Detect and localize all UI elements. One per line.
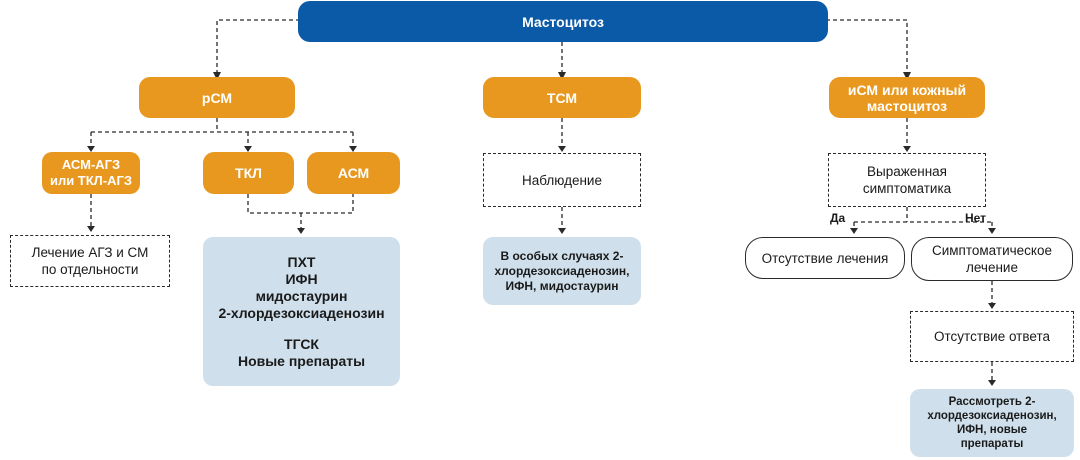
no-response-label: Отсутствие ответа [934,329,1050,344]
consider-node: Рассмотреть 2- хлордезоксиаденозин, ИФН,… [910,389,1074,457]
no-response-node: Отсутствие ответа [910,311,1074,362]
tsm-label: ТСМ [546,89,578,106]
asm-agz-node: АСМ-АГЗ или ТКЛ-АГЗ [42,152,140,194]
root-node-mastocytosis: Мастоцитоз [298,1,828,42]
symptomatic-line2: лечение [966,260,1018,275]
asm-agz-line1: АСМ-АГЗ [61,157,121,172]
symptoms-line1: Выраженная [867,164,947,179]
special-line: хлордезоксиаденозин, [494,263,630,278]
consider-line: Рассмотреть 2- [948,396,1036,408]
consider-line: ИФН, новые [956,424,1028,436]
ism-label-line2: мастоцитоз [866,97,948,114]
symptomatic-treatment-node: Симптоматическое лечение [911,237,1073,281]
asm-node: АСМ [307,152,400,194]
separate-treatment-line1: Лечение АГЗ и СМ [31,245,149,260]
special-line: В особых случаях 2- [500,248,624,263]
separate-treatment-node: Лечение АГЗ и СМ по отдельности [10,235,170,287]
yes-label: Да [830,211,846,225]
tsm-special-node: В особых случаях 2- хлордезоксиаденозин,… [483,237,641,305]
rsm-therapy-node: ПХТ ИФН мидостаурин 2-хлордезоксиаденози… [203,237,400,386]
rsm-label: рСМ [201,89,233,106]
therapy-item: ПХТ [287,253,316,270]
asm-label: АСМ [337,165,370,181]
ism-node: иСМ или кожный мастоцитоз [829,77,985,118]
ism-label-line1: иСМ или кожный [847,81,967,98]
consider-line: препараты [960,438,1024,450]
symptoms-line2: симптоматика [862,181,952,196]
tkl-node: ТКЛ [203,152,294,194]
observation-label: Наблюдение [522,172,602,188]
observation-node: Наблюдение [483,153,641,207]
asm-agz-line2: или ТКЛ-АГЗ [49,173,133,188]
consider-line: хлордезоксиаденозин, [927,410,1057,422]
root-label: Мастоцитоз [522,13,604,30]
therapy-item: ТГСК [284,335,319,352]
therapy-item: ИФН [285,270,318,287]
separate-treatment-line2: по отдельности [41,262,139,277]
symptomatic-line1: Симптоматическое [931,243,1052,258]
therapy-item: Новые препараты [237,352,366,369]
no-treatment-node: Отсутствие лечения [745,237,905,279]
tsm-node: ТСМ [483,77,641,118]
no-treatment-label: Отсутствие лечения [761,250,889,266]
rsm-node: рСМ [139,77,295,118]
tkl-label: ТКЛ [235,165,262,181]
therapy-item: мидостаурин [255,287,348,304]
symptoms-node: Выраженная симптоматика [828,153,986,207]
no-label: Нет [965,211,987,225]
special-line: ИФН, мидостаурин [505,278,619,293]
therapy-item: 2-хлордезоксиаденозин [218,304,385,321]
